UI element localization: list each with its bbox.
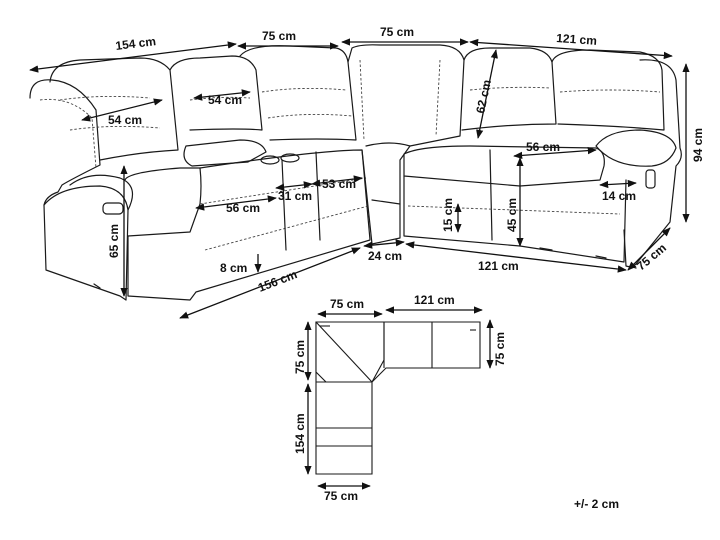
tolerance-note: +/- 2 cm <box>574 497 620 511</box>
label-right-section-length: 121 cm <box>556 31 598 48</box>
label-console: 54 cm <box>208 93 242 107</box>
plan-label-bottom: 75 cm <box>324 489 358 503</box>
recliner-button-left <box>102 202 124 215</box>
label-console-gap: 31 cm <box>278 189 312 203</box>
dimension-lines <box>29 38 690 319</box>
label-middle-seat-depth: 53 cm <box>322 177 356 191</box>
label-left-armrest: 54 cm <box>108 113 142 127</box>
left-armrest <box>29 79 134 301</box>
label-corner-base: 24 cm <box>368 249 402 263</box>
label-seat-height: 45 cm <box>505 198 519 232</box>
front-base-left <box>127 149 371 301</box>
sofa-drawing <box>29 44 682 301</box>
plan-view: 75 cm 121 cm 75 cm 75 cm 154 cm 75 cm <box>293 293 507 503</box>
label-right-armrest: 14 cm <box>602 189 636 203</box>
label-base-right: 121 cm <box>478 259 519 273</box>
left-seat-back <box>49 57 179 161</box>
label-base-left: 156 cm <box>256 267 299 295</box>
label-side-height: 65 cm <box>107 224 121 258</box>
left-seat-cushion <box>124 167 202 237</box>
label-backrest-height: 62 cm <box>473 78 494 114</box>
plan-label-left-upper: 75 cm <box>293 340 307 374</box>
label-leg-height: 8 cm <box>220 261 247 275</box>
label-total-height: 94 cm <box>691 128 705 162</box>
label-seat-depth-left: 56 cm <box>226 201 260 215</box>
right-seat-back-2 <box>551 49 665 131</box>
label-seat-height-low: 15 cm <box>441 198 455 232</box>
dimension-labels: 154 cm 75 cm 75 cm 121 cm 94 cm 54 cm 54… <box>107 25 705 295</box>
label-corner-right-width: 75 cm <box>380 25 414 39</box>
plan-label-right-side: 75 cm <box>493 332 507 366</box>
label-total-left-length: 154 cm <box>115 34 157 53</box>
console-lid <box>183 139 267 167</box>
plan-label-top-left: 75 cm <box>330 297 364 311</box>
label-right-seat-width: 56 cm <box>526 140 560 154</box>
plan-label-top-right: 121 cm <box>414 293 455 307</box>
middle-seat-back <box>239 45 357 141</box>
label-corner-left-width: 75 cm <box>262 29 296 43</box>
plan-label-left-lower: 154 cm <box>293 413 307 454</box>
recliner-button-right <box>645 169 656 189</box>
